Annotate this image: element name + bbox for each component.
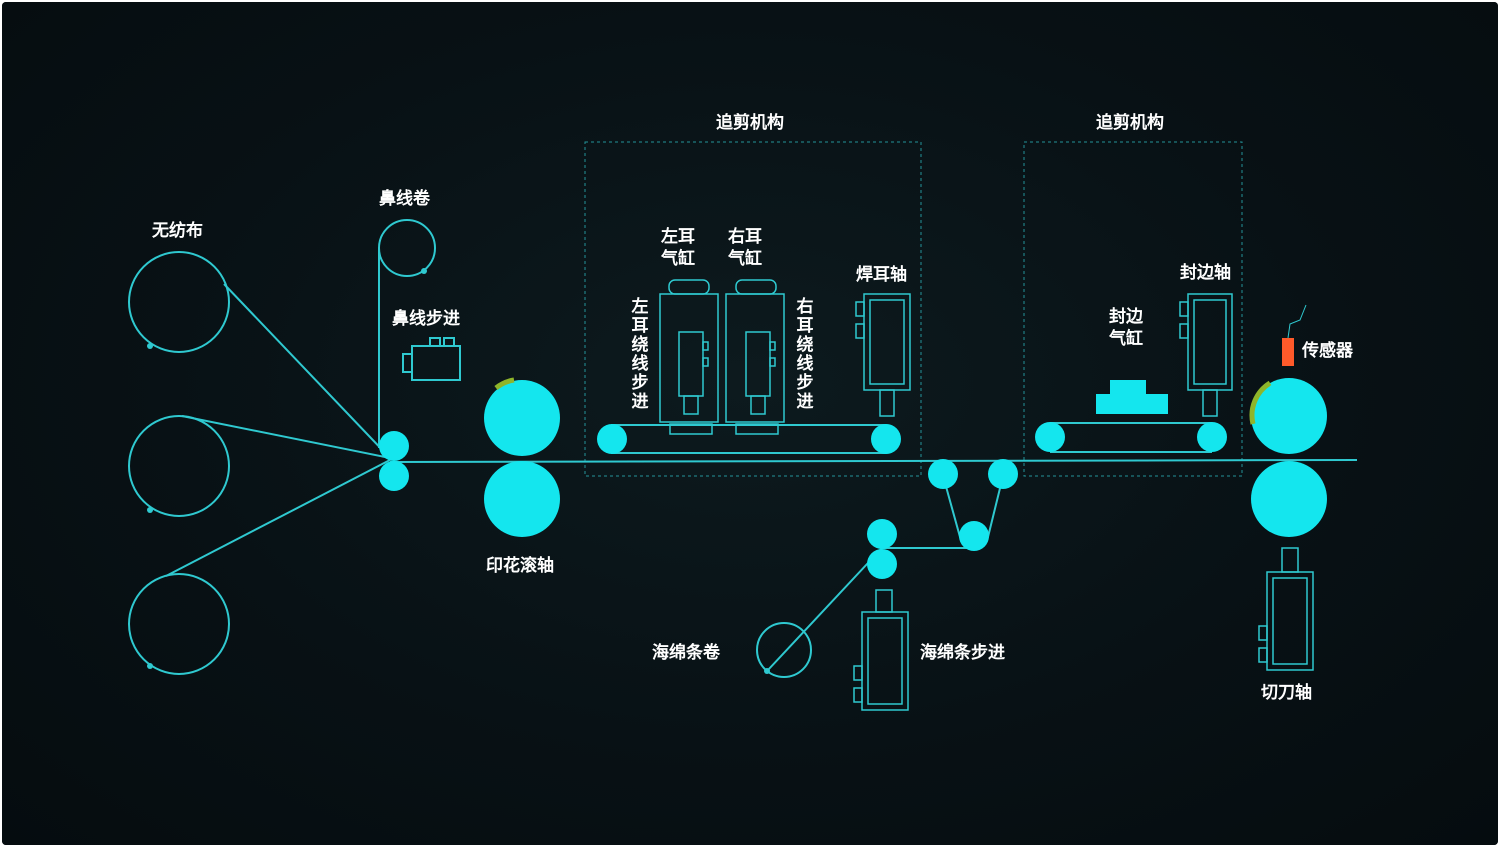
chase-cut-box-1: [584, 141, 922, 477]
label-chase-cut-2: 追剪机构: [1096, 113, 1164, 133]
dip-roller-bottom: [959, 521, 989, 551]
left-ear-assembly: [659, 279, 719, 435]
chase-cut-box-2: [1023, 141, 1243, 477]
guide-roller-top: [379, 431, 409, 461]
main-web-line: [389, 459, 1358, 463]
chase-belt-2-left: [1035, 422, 1065, 452]
chase-belt-1-left: [597, 424, 627, 454]
label-sponge-step: 海绵条步进: [920, 643, 1005, 663]
edge-seal-axis-motor: [1179, 293, 1233, 417]
cutter-axis-motor: [1258, 547, 1314, 671]
right-ear-assembly: [725, 279, 785, 435]
label-left-ear-wire-step: 左耳绕线步进: [631, 297, 649, 412]
sponge-roll: [756, 622, 812, 678]
ear-weld-axis-motor: [855, 293, 911, 417]
label-edge-seal-axis: 封边轴: [1180, 263, 1231, 283]
dip-roller-left: [928, 459, 958, 489]
label-nose-wire-step: 鼻线步进: [392, 309, 460, 329]
sponge-roller-bottom: [867, 549, 897, 579]
label-cutter-axis: 切刀轴: [1261, 683, 1312, 703]
cutter-roller-bottom: [1251, 461, 1327, 537]
label-right-ear-wire-step: 右耳绕线步进: [796, 297, 814, 412]
label-edge-seal-cylinder: 封边气缸: [1109, 307, 1143, 349]
guide-roller-bottom: [379, 461, 409, 491]
nose-wire-roll: [378, 219, 436, 277]
cutter-roller-top: [1251, 378, 1327, 454]
label-nose-wire-roll: 鼻线卷: [379, 189, 430, 209]
nonwoven-roll-3: [128, 573, 230, 675]
label-ear-weld-axis: 焊耳轴: [856, 265, 907, 285]
label-sponge-roll: 海绵条卷: [652, 643, 720, 663]
printing-roller-top: [484, 380, 560, 456]
label-nonwoven: 无纺布: [152, 221, 203, 241]
edge-seal-cylinder-base: [1096, 394, 1168, 414]
dip-roller-right: [988, 459, 1018, 489]
label-chase-cut-1: 追剪机构: [716, 113, 784, 133]
chase-belt-2-right: [1197, 422, 1227, 452]
sponge-roller-top: [867, 519, 897, 549]
chase-belt-1-right: [871, 424, 901, 454]
label-sensor: 传感器: [1302, 341, 1353, 361]
label-left-ear-cylinder: 左耳气缸: [661, 227, 695, 269]
nose-wire-step-motor: [402, 337, 461, 381]
sensor-block: [1282, 338, 1294, 366]
printing-roller-bottom: [484, 461, 560, 537]
nonwoven-roll-2: [128, 415, 230, 517]
label-printing-roller: 印花滚轴: [486, 556, 554, 576]
edge-seal-cylinder-head: [1110, 380, 1146, 394]
nonwoven-roll-1: [128, 251, 230, 353]
label-right-ear-cylinder: 右耳气缸: [728, 227, 762, 269]
sponge-step-motor: [853, 589, 909, 711]
